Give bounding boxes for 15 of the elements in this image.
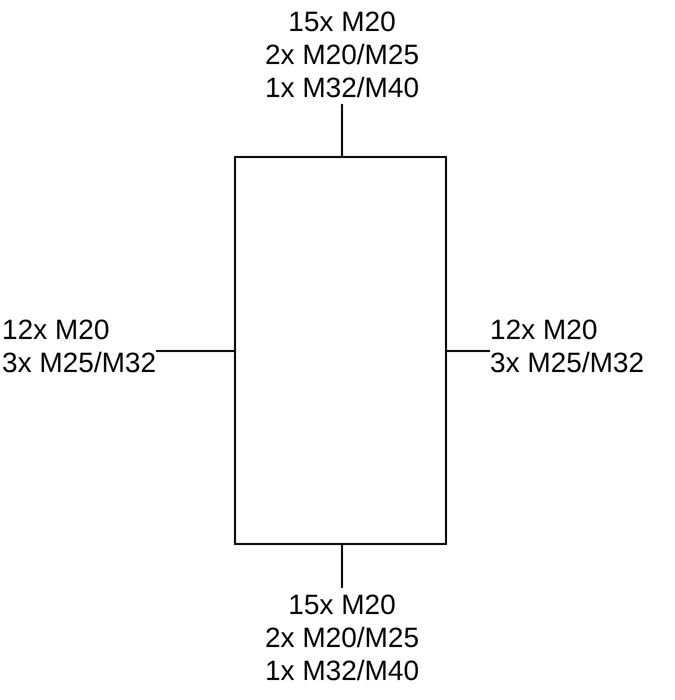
cable-entry-label: 2x M20/M25 — [264, 38, 420, 71]
cable-entry-label: 2x M20/M25 — [264, 621, 420, 654]
cable-entry-label: 3x M25/M32 — [2, 346, 156, 379]
cable-entry-label: 1x M32/M40 — [264, 654, 420, 687]
cable-entry-label: 12x M20 — [2, 313, 110, 346]
cable-entry-label: 15x M20 — [287, 588, 397, 621]
leader-line — [341, 104, 343, 156]
enclosure-outline — [234, 156, 447, 545]
leader-line — [341, 545, 343, 588]
cable-entry-label: 3x M25/M32 — [490, 346, 644, 379]
leader-line — [447, 350, 490, 352]
cable-entry-label: 1x M32/M40 — [264, 71, 420, 104]
cable-entry-label: 15x M20 — [287, 5, 397, 38]
leader-line — [156, 350, 234, 352]
cable-entry-label: 12x M20 — [490, 313, 598, 346]
